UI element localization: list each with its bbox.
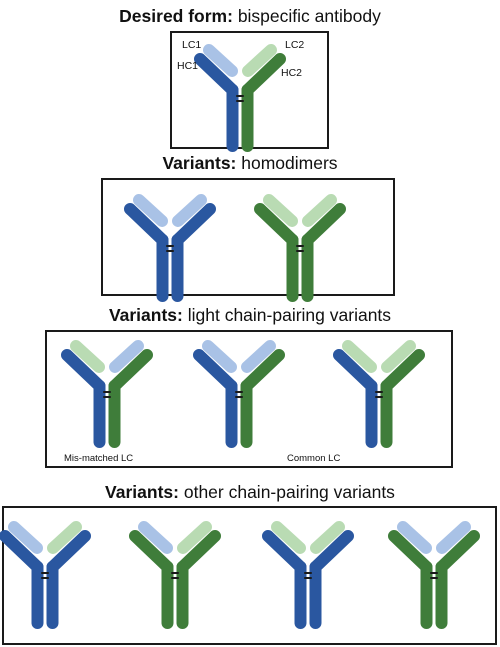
antibody (254, 194, 346, 302)
light-chain-left (70, 340, 105, 373)
light-chain-left (263, 194, 298, 227)
light-chain-right (381, 340, 416, 373)
light-chain-left (202, 340, 237, 373)
title-bold: Variants: (108, 305, 183, 325)
label-lc1: LC1 (182, 39, 201, 51)
caption-mismatched-lc: Mis-matched LC (64, 453, 133, 464)
heavy-chain-left-arm (193, 349, 238, 392)
heavy-chain-right-arm (240, 349, 285, 392)
heavy-chain-right-arm (108, 349, 153, 392)
heavy-chain-left-arm (194, 53, 239, 96)
heavy-chain-left-arm (262, 530, 307, 573)
light-chain-left (342, 340, 377, 373)
label-hc2: HC2 (281, 67, 302, 79)
heavy-chain-left-arm (61, 349, 106, 392)
light-chain-right (109, 340, 144, 373)
title-bold: Desired form: (119, 6, 233, 26)
light-chain-right (310, 521, 345, 554)
antibody (124, 194, 216, 302)
label-lc2: LC2 (285, 39, 304, 51)
antibody (333, 340, 425, 448)
heavy-chain-left-arm (124, 203, 169, 246)
heavy-chain-left-arm (333, 349, 378, 392)
section-title-desired-form: Desired form: bispecific antibody (0, 6, 500, 26)
section-title-other-variants: Variants: other chain-pairing variants (0, 482, 500, 502)
section-title-light-chain-variants: Variants: light chain-pairing variants (0, 305, 500, 325)
antibodies-layer (0, 44, 480, 629)
antibody (193, 340, 285, 448)
heavy-chain-right-arm (435, 530, 480, 573)
title-rest: homodimers (236, 153, 338, 173)
antibody (0, 521, 91, 629)
section-title-homodimers: Variants: homodimers (0, 153, 500, 173)
light-chain-right (177, 521, 212, 554)
panel-light-chain-variants (45, 330, 453, 468)
panel-homodimers (101, 178, 395, 296)
antibody (262, 521, 354, 629)
label-hc1: HC1 (177, 60, 198, 72)
heavy-chain-right-arm (309, 530, 354, 573)
light-chain-right (172, 194, 207, 227)
antibody (61, 340, 153, 448)
heavy-chain-left-arm (254, 203, 299, 246)
antibody (388, 521, 480, 629)
heavy-chain-right-arm (301, 203, 346, 246)
heavy-chain-right-arm (241, 53, 286, 96)
title-rest: bispecific antibody (232, 6, 381, 26)
light-chain-right (302, 194, 337, 227)
light-chain-left (397, 521, 432, 554)
heavy-chain-left-arm (0, 530, 44, 573)
light-chain-right (436, 521, 471, 554)
title-rest: light chain-pairing variants (182, 305, 392, 325)
light-chain-left (138, 521, 173, 554)
title-bold: Variants: (105, 482, 179, 502)
heavy-chain-right-arm (176, 530, 221, 573)
panel-other-variants (2, 506, 497, 645)
light-chain-right (241, 340, 276, 373)
light-chain-right (242, 44, 277, 77)
caption-common-lc: Common LC (287, 453, 340, 464)
title-rest: other chain-pairing variants (178, 482, 395, 502)
light-chain-left (8, 521, 43, 554)
antibody (194, 44, 286, 152)
antibody (129, 521, 221, 629)
heavy-chain-left-arm (388, 530, 433, 573)
light-chain-left (271, 521, 306, 554)
heavy-chain-right-arm (46, 530, 91, 573)
light-chain-left (133, 194, 168, 227)
title-bold: Variants: (162, 153, 237, 173)
light-chain-left (203, 44, 238, 77)
light-chain-right (47, 521, 82, 554)
heavy-chain-left-arm (129, 530, 174, 573)
heavy-chain-right-arm (171, 203, 216, 246)
heavy-chain-right-arm (380, 349, 425, 392)
